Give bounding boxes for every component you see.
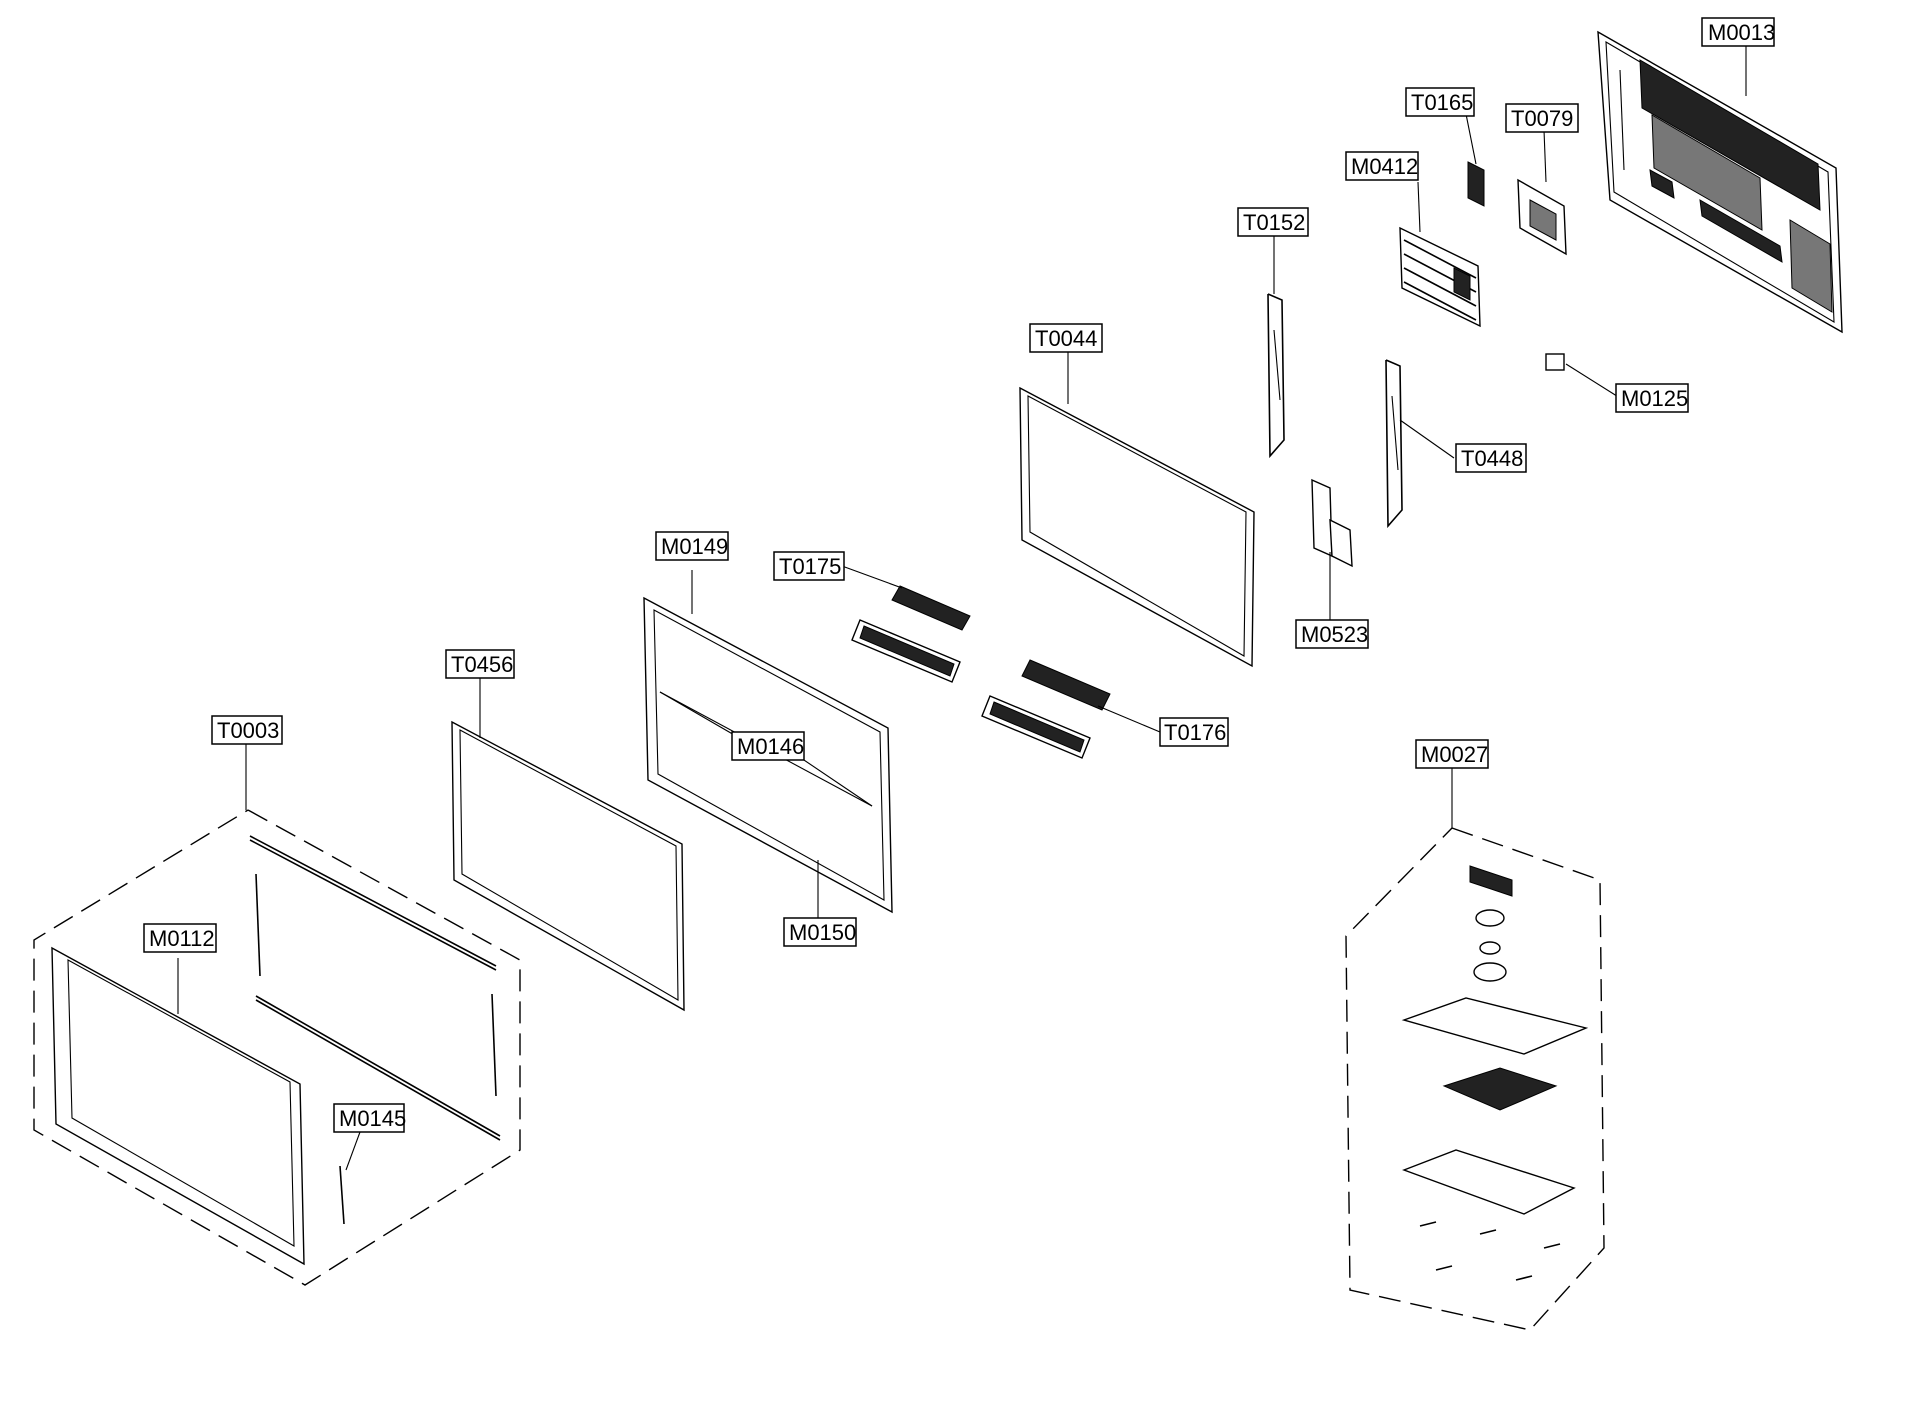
front-glass-part xyxy=(451,720,685,1012)
label-m0125: M0125 xyxy=(1615,383,1689,413)
vertical-bracket-right-part xyxy=(1385,359,1403,529)
label-t0176: T0176 xyxy=(1159,717,1229,747)
label-t0044: T0044 xyxy=(1029,323,1103,353)
label-m0150: M0150 xyxy=(783,917,857,947)
label-m0523: M0523 xyxy=(1295,619,1369,649)
label-t0079: T0079 xyxy=(1505,103,1579,133)
rear-cover-part xyxy=(1597,30,1843,334)
svg-text:T0448: T0448 xyxy=(1461,446,1523,471)
svg-text:T0152: T0152 xyxy=(1243,210,1305,235)
label-m0412: M0412 xyxy=(1345,151,1419,181)
ferrite-core-part xyxy=(1545,353,1565,371)
label-m0027: M0027 xyxy=(1415,739,1489,769)
svg-text:M0027: M0027 xyxy=(1421,742,1488,767)
svg-text:T0165: T0165 xyxy=(1411,90,1473,115)
svg-text:T0176: T0176 xyxy=(1164,720,1226,745)
speaker-right-part xyxy=(981,659,1111,759)
svg-text:T0079: T0079 xyxy=(1511,106,1573,131)
svg-text:M0112: M0112 xyxy=(149,926,215,951)
stand-group xyxy=(1345,827,1605,1331)
label-t0165: T0165 xyxy=(1405,87,1475,117)
svg-text:T0175: T0175 xyxy=(779,554,841,579)
panel-part xyxy=(1019,386,1255,668)
label-t0175: T0175 xyxy=(773,551,845,581)
label-m0149: M0149 xyxy=(655,531,729,561)
label-t0003: T0003 xyxy=(211,715,283,745)
svg-text:T0044: T0044 xyxy=(1035,326,1097,351)
vertical-bracket-left-part xyxy=(1267,293,1285,459)
label-t0448: T0448 xyxy=(1455,443,1527,473)
svg-text:M0145: M0145 xyxy=(339,1106,406,1131)
label-m0146: M0146 xyxy=(731,731,805,761)
svg-text:M0146: M0146 xyxy=(737,734,804,759)
svg-text:M0523: M0523 xyxy=(1301,622,1368,647)
svg-text:M0150: M0150 xyxy=(789,920,856,945)
svg-text:M0412: M0412 xyxy=(1351,154,1418,179)
svg-text:T0456: T0456 xyxy=(451,652,513,677)
front-bezel-group xyxy=(33,809,521,1286)
small-bracket-part xyxy=(1467,161,1485,207)
label-m0013: M0013 xyxy=(1701,17,1775,47)
heat-sink-bracket-part xyxy=(1399,226,1481,328)
label-t0152: T0152 xyxy=(1237,207,1309,237)
svg-text:T0003: T0003 xyxy=(217,718,279,743)
label-m0145: M0145 xyxy=(333,1103,406,1133)
label-t0456: T0456 xyxy=(445,649,515,679)
speaker-left-part xyxy=(851,585,971,683)
pcb-board-part xyxy=(1517,178,1567,256)
stand-bracket-part xyxy=(1311,478,1353,568)
label-m0112: M0112 xyxy=(143,923,217,953)
leader-lines xyxy=(177,46,1747,1171)
svg-text:M0125: M0125 xyxy=(1621,386,1688,411)
svg-text:M0149: M0149 xyxy=(661,534,728,559)
svg-text:M0013: M0013 xyxy=(1708,20,1775,45)
